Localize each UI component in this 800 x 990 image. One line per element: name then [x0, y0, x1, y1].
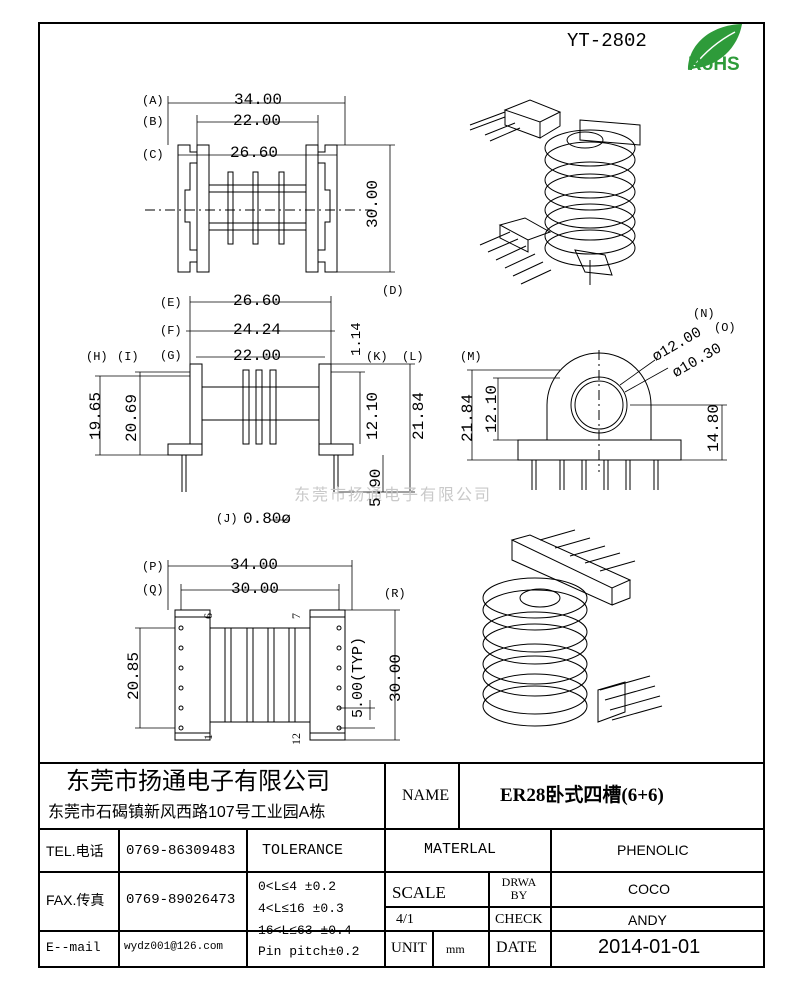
label-n: (N) [693, 307, 715, 321]
bottom-view-outline [174, 609, 346, 741]
dim-r: 30.00 [387, 653, 405, 702]
front-view-dimensions [467, 359, 727, 461]
dim-front-height: 14.80 [705, 403, 723, 452]
email-value: wydz001@126.com [124, 941, 224, 953]
company-name: 东莞市扬通电子有限公司 [66, 769, 330, 795]
watermark: 东莞市扬通电子有限公司 [294, 487, 493, 504]
label-g: (G) [160, 349, 182, 363]
label-e: (E) [160, 296, 182, 310]
label-k: (K) [366, 350, 388, 364]
dim-e: 26.60 [233, 292, 282, 310]
email-label: E--mail [46, 940, 101, 955]
material-label: MATERLAL [424, 841, 497, 858]
dim-p: 34.00 [230, 556, 279, 574]
dim-g: 22.00 [233, 347, 282, 365]
dim-h: 19.65 [87, 391, 105, 440]
fax-label: FAX.传真 [46, 892, 105, 908]
label-p: (P) [142, 560, 164, 574]
label-d: (D) [382, 284, 404, 298]
label-r: (R) [384, 587, 406, 601]
product-name: ER28卧式四槽(6+6) [500, 785, 664, 806]
pin-number-12: 12 [289, 733, 303, 745]
part-number: YT-2802 [567, 30, 647, 52]
label-a: (A) [142, 94, 164, 108]
isometric-view-upper [469, 99, 641, 285]
top-view-outline [145, 144, 372, 273]
tolerance-line-4: Pin pitch±0.2 [258, 944, 360, 959]
label-j: (J) [216, 512, 238, 526]
dim-j: 0.80ø [243, 510, 292, 528]
material-value: PHENOLIC [617, 842, 689, 858]
dim-pin-span: 20.85 [125, 651, 143, 700]
dim-b: 22.00 [233, 112, 282, 130]
dim-k: 1.14 [349, 322, 365, 356]
dim-front-coil: 12.10 [483, 384, 501, 433]
dim-pin-pitch: 5.00(TYP) [350, 636, 367, 718]
unit-value: mm [446, 942, 465, 956]
tolerance-line-1: 0<L≤4 ±0.2 [258, 879, 337, 894]
rohs-logo [688, 24, 742, 70]
side-view-dimensions [95, 296, 415, 521]
dim-l: 21.84 [410, 391, 428, 440]
label-h: (H) [86, 350, 108, 364]
label-f: (F) [160, 324, 182, 338]
pin-number-1: 1 [201, 734, 215, 740]
tel-value: 0769-86309483 [126, 843, 236, 859]
drawing-frame [38, 22, 765, 968]
dim-d: 30.00 [364, 179, 382, 228]
pin-number-6: 6 [201, 613, 215, 619]
fax-value: 0769-89026473 [126, 892, 236, 908]
tolerance-line-2: 4<L≤16 ±0.3 [258, 901, 344, 916]
unit-label: UNIT [391, 940, 427, 956]
pin-number-7: 7 [289, 613, 303, 619]
dim-q: 30.00 [231, 580, 280, 598]
dim-a: 34.00 [234, 91, 283, 109]
check-label: CHECK [495, 912, 543, 927]
label-q: (Q) [142, 583, 164, 597]
drawn-by-value: COCO [628, 881, 670, 897]
tolerance-line-3: 16<L≤63 ±0.4 [258, 923, 352, 938]
name-label: NAME [402, 787, 450, 804]
scale-label: SCALE [392, 883, 446, 902]
label-m: (M) [460, 350, 482, 364]
rohs-label: RoHS [688, 54, 740, 75]
label-o: (O) [714, 321, 736, 335]
drawn-by-label: DRWA BY [501, 875, 537, 903]
isometric-view-lower [482, 529, 663, 727]
top-view-dimensions [167, 96, 395, 273]
side-view-outline [167, 363, 354, 492]
front-view-outline [517, 350, 682, 490]
label-l: (L) [402, 350, 424, 364]
bottom-view-pins [178, 625, 342, 731]
check-value: ANDY [628, 912, 667, 928]
tel-label: TEL.电话 [46, 843, 104, 859]
company-address: 东莞市石碣镇新风西路107号工业园A栋 [48, 804, 326, 821]
dim-f: 24.24 [233, 321, 282, 339]
dim-c: 26.60 [230, 144, 279, 162]
scale-value: 4/1 [396, 912, 414, 927]
dim-m: 21.84 [459, 393, 477, 442]
date-label: DATE [496, 939, 537, 956]
date-value: 2014-01-01 [598, 936, 701, 958]
bottom-view-dimensions [135, 560, 400, 741]
dim-side-coil: 12.10 [364, 391, 382, 440]
label-i: (I) [117, 350, 139, 364]
dim-i: 20.69 [123, 393, 141, 442]
label-c: (C) [142, 148, 164, 162]
tolerance-label: TOLERANCE [262, 842, 344, 859]
dim-pin-length: 5.90 [367, 468, 385, 507]
label-b: (B) [142, 115, 164, 129]
